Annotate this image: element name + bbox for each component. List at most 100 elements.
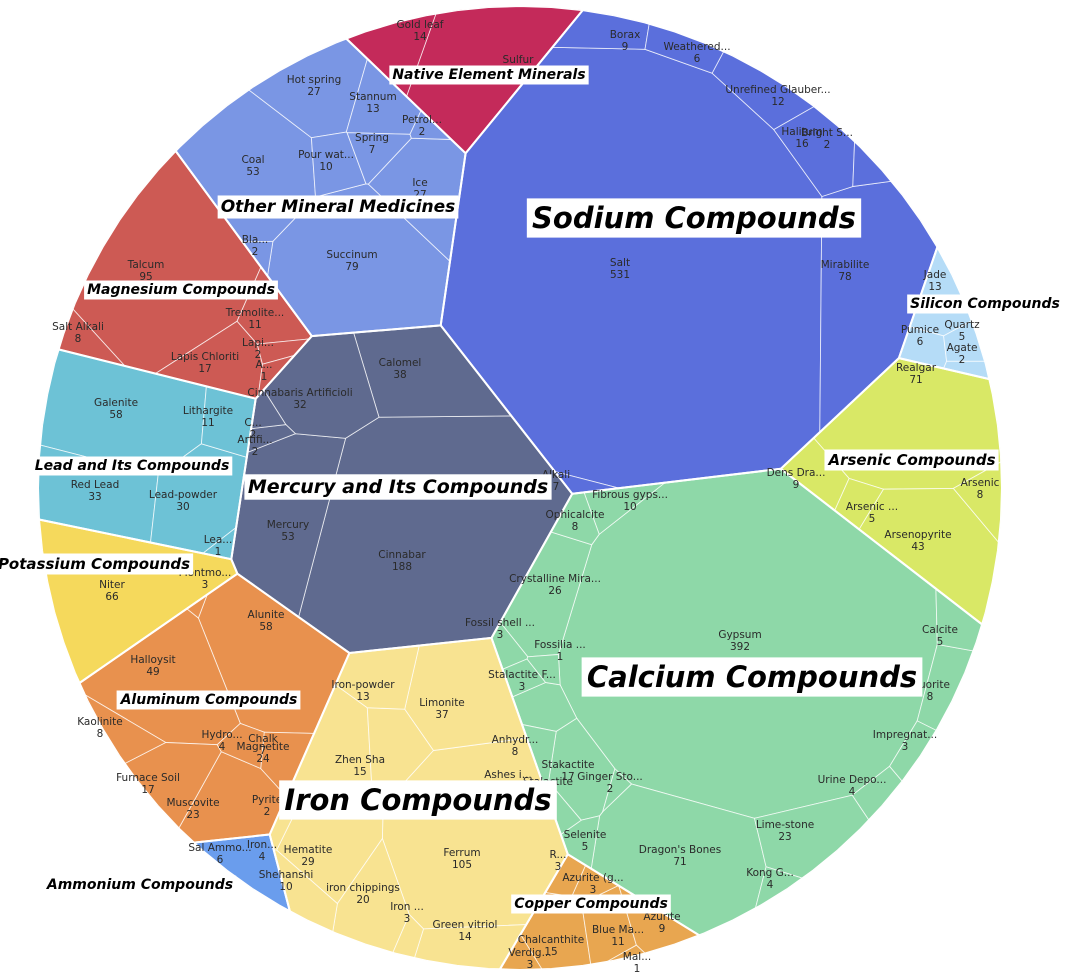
group-label-text: Aluminum Compounds [120, 692, 298, 708]
cell-hot-spring[interactable] [248, 38, 368, 138]
cell-value-label: 15 [353, 766, 366, 778]
cell-salt-alkali[interactable] [58, 308, 125, 366]
cell-arsenopyrite[interactable] [859, 488, 999, 625]
cell-artifi[interactable] [247, 424, 296, 453]
cell-magnetite[interactable] [289, 684, 373, 801]
cell-dragon-s-bones[interactable] [591, 784, 767, 936]
cell-value-label: 6 [694, 53, 701, 65]
cell-name-label: Pyrite [252, 794, 282, 806]
cell-jade[interactable] [909, 247, 972, 336]
cell-anhydr[interactable] [512, 682, 577, 732]
cell-value-label: 10 [319, 161, 332, 173]
cell-value-label: 2 [250, 429, 257, 441]
cell-gypsum[interactable] [558, 468, 938, 819]
cell-value-label: 12 [771, 96, 784, 108]
cell-shehanshi[interactable] [273, 850, 338, 932]
cell-verdig[interactable] [499, 934, 542, 971]
cell-fibrous-gyps[interactable] [584, 482, 665, 535]
cell-r[interactable] [545, 854, 586, 897]
cell-urine-depo[interactable] [852, 766, 903, 821]
cell-value-label: 3 [902, 741, 909, 753]
group-label-text: Silicon Compounds [910, 296, 1060, 312]
cell-fossil-shell[interactable] [491, 622, 528, 670]
group-label-box [511, 894, 671, 914]
cell-spring[interactable] [347, 132, 412, 185]
cell-hematite[interactable] [276, 799, 384, 904]
cell-name-label: Chalcanthite [518, 934, 584, 946]
cell-weathered[interactable] [645, 23, 724, 74]
cell-name-label: Bla... [242, 234, 269, 246]
cell-name-label: Succinum [326, 249, 377, 261]
cell-arsenic[interactable] [834, 478, 884, 530]
cell-kong-g[interactable] [755, 866, 803, 909]
cell-name-label: Pour wat... [298, 149, 354, 161]
cell-name-label: Weathered... [663, 41, 730, 53]
cell-limonite[interactable] [404, 637, 527, 751]
cell-halloysit[interactable] [79, 608, 241, 745]
cell-chalk[interactable] [260, 732, 315, 797]
cell-value-label: 4 [767, 879, 774, 891]
cell-value-label: 4 [219, 741, 226, 753]
cell-iron-chippings[interactable] [332, 838, 410, 953]
cell-lithargite[interactable] [201, 386, 256, 458]
cell-fossilia[interactable] [527, 654, 561, 685]
cell-dens-dra[interactable] [780, 438, 850, 511]
cell-value-label: 11 [611, 936, 624, 948]
cell-ashes-i[interactable] [522, 724, 557, 784]
cell-salt[interactable] [440, 47, 822, 489]
cell-ophicalcite[interactable] [550, 492, 600, 545]
cell-galenite[interactable] [40, 349, 207, 476]
cell-bright-s[interactable] [852, 141, 892, 187]
cell-muscovite[interactable] [178, 751, 287, 843]
cell-kaolinite[interactable] [84, 694, 166, 764]
cell-calomel[interactable] [353, 325, 512, 418]
cell-lapi[interactable] [257, 338, 310, 365]
cell-petrol[interactable] [410, 110, 452, 140]
cell-name-label: Halitum [781, 126, 822, 138]
cell-stannum[interactable] [346, 58, 422, 135]
cell-agate[interactable] [943, 361, 990, 380]
cell-value-label: 95 [139, 271, 152, 283]
cell-pumice[interactable] [898, 326, 947, 369]
cell-lime-stone[interactable] [754, 795, 870, 879]
cell-name-label: C... [244, 417, 261, 429]
cell-name-label: Talcum [127, 259, 165, 271]
cell-halitum[interactable] [773, 106, 855, 197]
cell-montmo[interactable] [186, 594, 208, 618]
cell-green-vitriol[interactable] [414, 924, 527, 970]
cell-stakactite[interactable] [548, 718, 615, 821]
cell-name-label: A... [255, 359, 272, 371]
cell-value-label: 4 [849, 786, 856, 798]
cell-value-label: 4 [259, 851, 266, 863]
cell-crystalline-mira[interactable] [500, 531, 592, 657]
cell-furnace-soil[interactable] [124, 742, 222, 829]
group-label-box [0, 553, 194, 575]
cell-name-label: Gypsum [718, 629, 761, 641]
cell-name-label: Furnace Soil [116, 772, 180, 784]
cell-mal[interactable] [606, 945, 646, 962]
cell-c[interactable] [251, 389, 286, 429]
cell-name-label: iron chippings [326, 882, 400, 894]
cell-value-label: 188 [392, 561, 412, 573]
cell-lea[interactable] [202, 527, 237, 560]
cell-azurite-g[interactable] [571, 865, 619, 904]
cell-pour-wat[interactable] [311, 132, 366, 197]
cell-hydro[interactable] [217, 723, 265, 769]
cell-borax[interactable] [552, 10, 650, 50]
cell-mirabilite[interactable] [819, 181, 938, 433]
cell-iron[interactable] [392, 914, 424, 959]
cell-ginger-sto[interactable] [602, 768, 632, 812]
cell-sal-ammo[interactable] [193, 834, 290, 912]
group-border [268, 636, 569, 970]
cell-iron-powder[interactable] [335, 645, 420, 710]
cell-bla[interactable] [242, 241, 273, 276]
cell-succinum[interactable] [267, 183, 451, 337]
cell-alkali[interactable] [554, 471, 620, 494]
cell-calcite[interactable] [935, 588, 983, 651]
cell-name-label: Ashes i... [484, 769, 532, 781]
cell-talcum[interactable] [72, 150, 261, 374]
cell-stalactite-f[interactable] [502, 659, 546, 697]
cell-unrefined-glauber[interactable] [712, 51, 815, 130]
cell-impregnat[interactable] [889, 720, 937, 782]
cell-fluorite[interactable] [917, 644, 974, 731]
